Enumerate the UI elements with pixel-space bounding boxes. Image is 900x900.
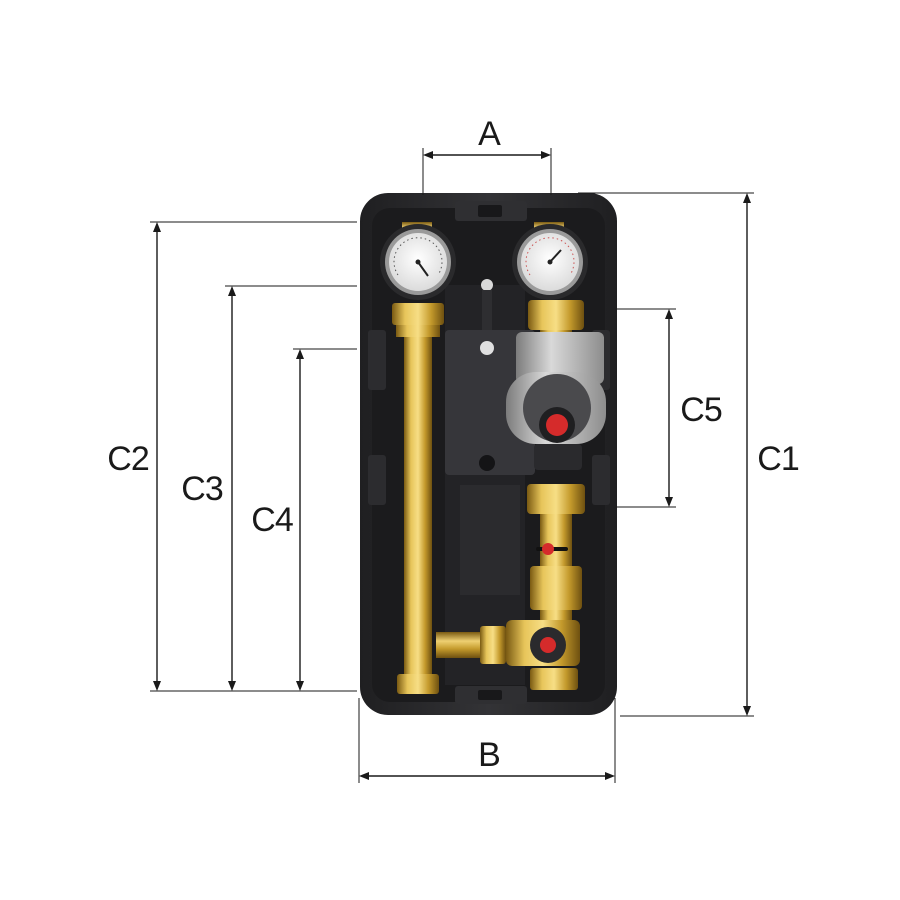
- dimension-C4: C4: [251, 348, 357, 691]
- dimension-C2: C2: [107, 221, 357, 692]
- circulation-pump-icon: [506, 332, 606, 470]
- dimension-C1: C1: [578, 192, 800, 717]
- dimension-C4-label: C4: [251, 501, 293, 539]
- dimension-B-label: B: [478, 736, 500, 774]
- dimension-C5-label: C5: [680, 391, 722, 429]
- dimension-C3: C3: [181, 285, 357, 691]
- dimension-C5: C5: [616, 308, 723, 508]
- dimension-A-label: A: [478, 115, 501, 153]
- dimension-B: B: [358, 698, 616, 783]
- thermometer-left-icon: [380, 222, 456, 300]
- dimension-C2-label: C2: [107, 440, 149, 478]
- dimension-C3-label: C3: [181, 470, 223, 508]
- return-pipe: [392, 303, 506, 694]
- dimension-C1-label: C1: [757, 440, 799, 478]
- mixing-valve-icon: [506, 620, 580, 690]
- thermometer-right-icon: [512, 222, 588, 300]
- dimension-A: A: [422, 115, 552, 195]
